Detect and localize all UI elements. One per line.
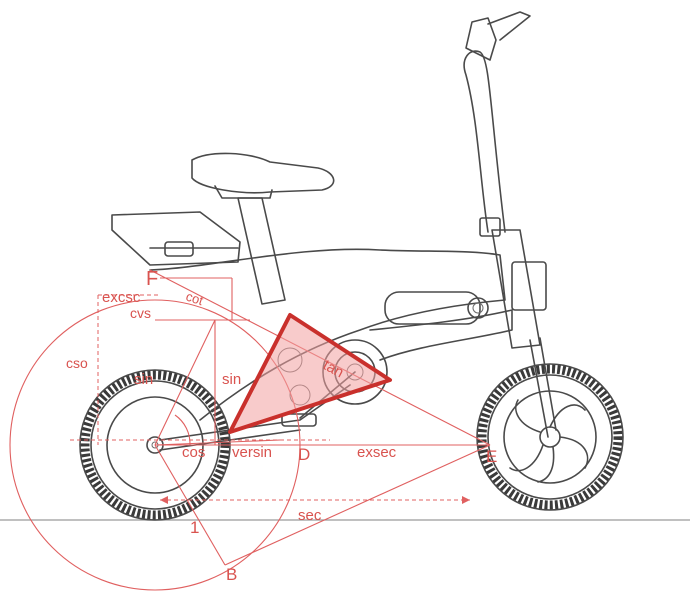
highlight-triangle xyxy=(228,313,392,434)
label-exsec: exsec xyxy=(357,444,397,461)
main-frame-lower xyxy=(369,309,513,361)
label-cot: cot xyxy=(184,289,205,309)
line-to-B xyxy=(154,444,226,566)
label-F: F xyxy=(146,268,158,290)
frame-bolt xyxy=(467,297,489,319)
label-cvs: cvs xyxy=(130,305,151,321)
handlebar xyxy=(465,11,531,61)
angle-arc xyxy=(174,414,191,446)
label-cos: cos xyxy=(182,444,205,461)
label-excsc: excsc xyxy=(102,289,141,306)
trig-overlay xyxy=(9,269,491,591)
label-B: B xyxy=(226,565,237,584)
rear-rack xyxy=(111,211,241,266)
rear-light xyxy=(164,241,194,257)
battery-box xyxy=(511,261,547,311)
radius-line xyxy=(154,319,216,446)
labels: F excsc cot cvs cso sin sin tan cos vers… xyxy=(66,268,497,584)
front-wheel xyxy=(476,363,624,511)
frame-panel xyxy=(384,291,481,325)
handlebar-clamp xyxy=(479,217,501,237)
label-E: E xyxy=(486,447,497,466)
handlebar-stem xyxy=(463,50,506,233)
bicycle xyxy=(79,11,624,521)
label-one: 1 xyxy=(190,518,199,537)
head-tube xyxy=(491,229,541,349)
label-sin-left: sin xyxy=(134,371,153,388)
label-sin-mid: sin xyxy=(222,371,241,388)
front-fork xyxy=(529,337,557,438)
saddle xyxy=(191,152,335,194)
label-versin: versin xyxy=(232,444,272,461)
label-cso: cso xyxy=(66,355,88,371)
seat-post xyxy=(237,197,286,305)
label-sec: sec xyxy=(298,507,322,524)
label-D: D xyxy=(298,445,310,464)
